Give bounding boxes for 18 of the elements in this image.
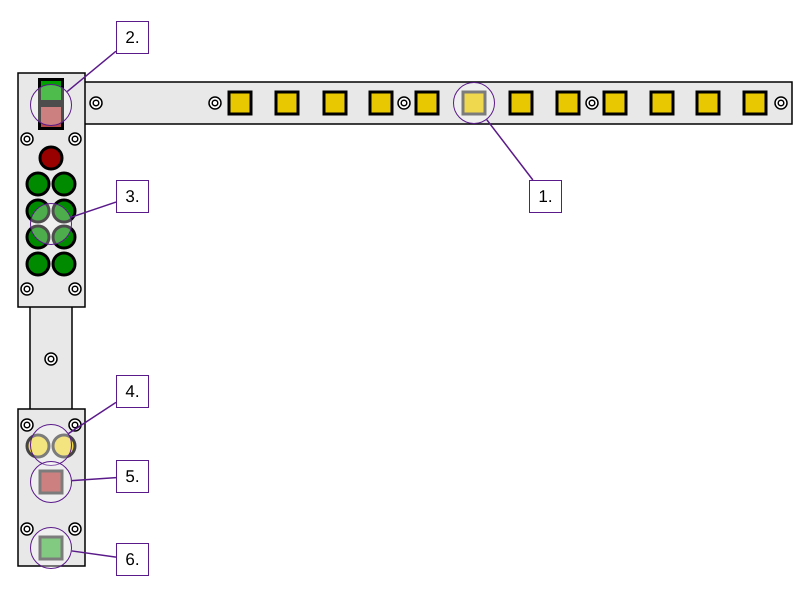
callout-number: 1.	[529, 180, 562, 213]
callout-number: 5.	[116, 460, 149, 493]
callout-number: 2.	[116, 21, 149, 54]
callout-number: 4.	[116, 375, 149, 408]
callout-number: 3.	[116, 180, 149, 213]
callout-number: 6.	[116, 543, 149, 576]
highlight-circle	[30, 84, 72, 126]
highlight-circle	[30, 527, 72, 569]
leader-line	[68, 402, 116, 434]
leader-line	[72, 476, 116, 482]
leader-line	[66, 50, 116, 92]
leader-line	[72, 550, 116, 558]
highlight-circle	[30, 424, 72, 466]
leader-line	[70, 201, 116, 218]
leader-line	[486, 119, 534, 180]
highlight-circle	[30, 203, 72, 245]
highlight-circle	[30, 461, 72, 503]
highlight-circle	[453, 82, 495, 124]
